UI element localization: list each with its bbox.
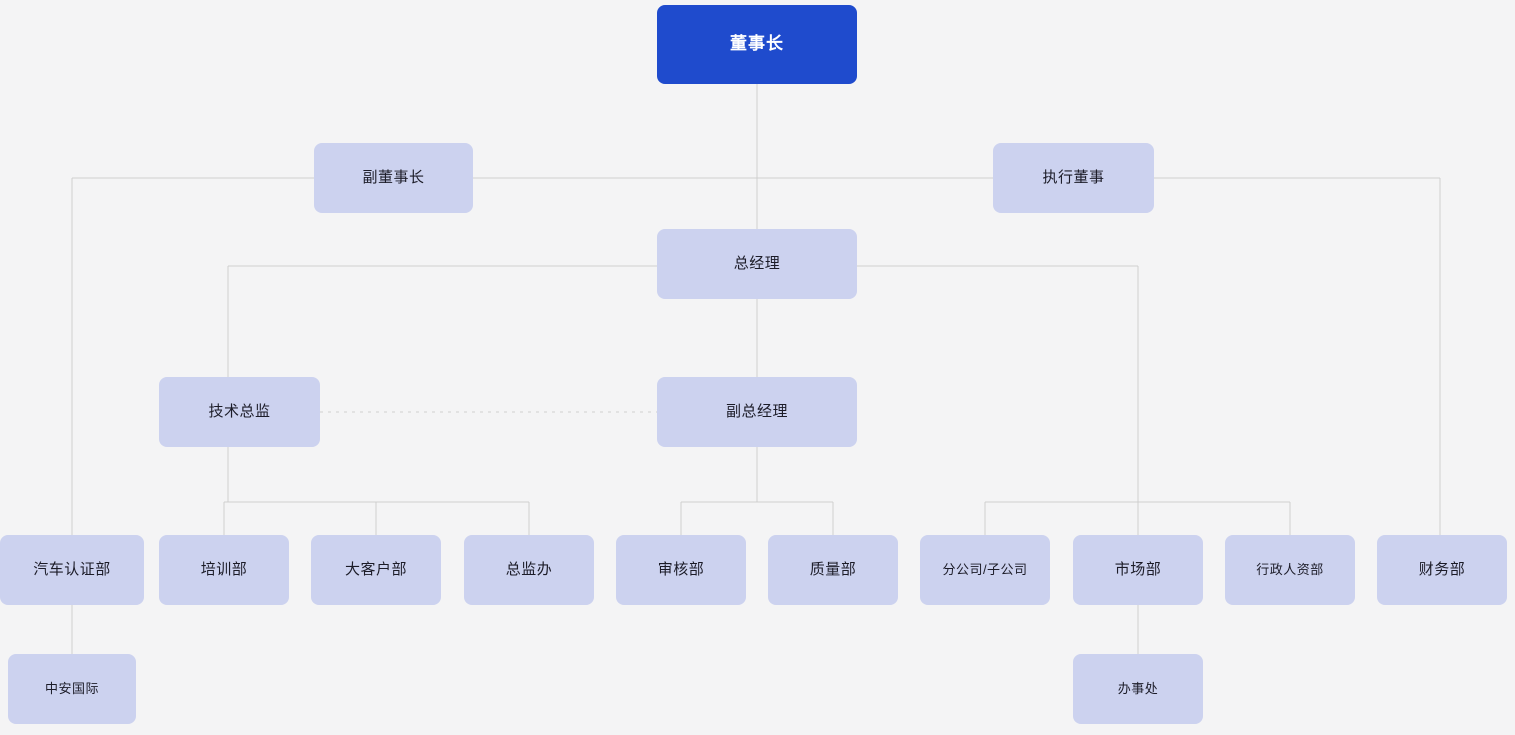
node-label-admin-hr-dept: 行政人资部 — [1256, 561, 1324, 577]
node-tech-director[interactable]: 技术总监 — [159, 377, 320, 447]
node-label-quality-dept: 质量部 — [809, 561, 857, 579]
node-zhongan-intl[interactable]: 中安国际 — [8, 654, 136, 724]
node-label-zhongan-intl: 中安国际 — [44, 680, 99, 696]
node-label-finance-dept: 财务部 — [1418, 561, 1466, 579]
node-vice-chairman[interactable]: 副董事长 — [314, 143, 473, 213]
node-label-exec-director: 执行董事 — [1042, 169, 1105, 187]
node-marketing-dept[interactable]: 市场部 — [1073, 535, 1203, 605]
node-label-chairman: 董事长 — [730, 34, 784, 54]
node-admin-hr-dept[interactable]: 行政人资部 — [1225, 535, 1355, 605]
node-label-audit-dept: 审核部 — [657, 561, 705, 579]
node-office-branch[interactable]: 办事处 — [1073, 654, 1203, 724]
node-chairman[interactable]: 董事长 — [657, 5, 857, 84]
node-key-account-dept[interactable]: 大客户部 — [311, 535, 441, 605]
node-label-deputy-gm: 副总经理 — [725, 403, 788, 421]
node-branch-sub-co[interactable]: 分公司/子公司 — [920, 535, 1050, 605]
node-label-tech-director: 技术总监 — [208, 403, 271, 421]
node-auto-cert-dept[interactable]: 汽车认证部 — [0, 535, 144, 605]
node-label-marketing-dept: 市场部 — [1114, 561, 1162, 579]
node-label-key-account-dept: 大客户部 — [344, 561, 407, 579]
node-label-office-branch: 办事处 — [1117, 680, 1159, 696]
node-finance-dept[interactable]: 财务部 — [1377, 535, 1507, 605]
node-deputy-gm[interactable]: 副总经理 — [657, 377, 857, 447]
node-audit-dept[interactable]: 审核部 — [616, 535, 746, 605]
node-quality-dept[interactable]: 质量部 — [768, 535, 898, 605]
node-label-training-dept: 培训部 — [200, 561, 248, 579]
node-director-office[interactable]: 总监办 — [464, 535, 594, 605]
node-label-general-manager: 总经理 — [733, 255, 781, 273]
node-general-manager[interactable]: 总经理 — [657, 229, 857, 299]
node-label-branch-sub-co: 分公司/子公司 — [942, 561, 1028, 577]
node-label-vice-chairman: 副董事长 — [362, 169, 425, 187]
node-label-auto-cert-dept: 汽车认证部 — [33, 561, 111, 579]
node-label-director-office: 总监办 — [505, 561, 553, 579]
node-training-dept[interactable]: 培训部 — [159, 535, 289, 605]
node-exec-director[interactable]: 执行董事 — [993, 143, 1154, 213]
